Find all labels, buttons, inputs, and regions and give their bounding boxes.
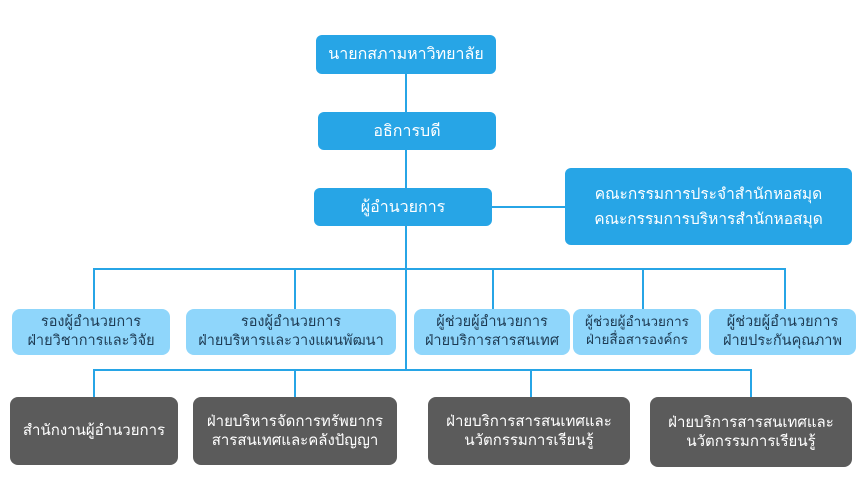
unit-name-line-2: สารสนเทศและคลังปัญญา [211, 431, 379, 449]
unit-name-line-2: นวัตกรรมการเรียนรู้ [686, 432, 816, 450]
assistant-division: ฝ่ายสื่อสารองค์กร [586, 332, 688, 348]
unit-box-resource-management: ฝ่ายบริหารจัดการทรัพยากร สารสนเทศและคลัง… [193, 397, 397, 465]
connector-deputy-drop-1 [93, 268, 95, 309]
unit-name-line-1: ฝ่ายบริการสารสนเทศและ [446, 411, 612, 430]
assistant-title: ผู้ช่วยผู้อำนวยการ [436, 314, 548, 331]
committee-line-1: คณะกรรมการประจำสำนักหอสมุด [594, 185, 823, 204]
unit-box-info-services-innovation-1: ฝ่ายบริการสารสนเทศและ นวัตกรรมการเรียนรู… [428, 397, 630, 465]
director-label: ผู้อำนวยการ [360, 196, 446, 216]
connector-president-to-director [405, 150, 407, 188]
president-box: อธิการบดี [318, 112, 496, 150]
assistant-box-quality-assurance: ผู้ช่วยผู้อำนวยการ ฝ่ายประกันคุณภาพ [709, 309, 856, 355]
connector-deputy-drop-2 [294, 268, 296, 309]
connector-unit-drop-2 [294, 369, 296, 397]
assistant-title: ผู้ช่วยผู้อำนวยการ [726, 314, 839, 331]
director-box: ผู้อำนวยการ [314, 188, 492, 226]
unit-name-line-1: ฝ่ายบริการสารสนเทศและ [668, 412, 834, 431]
deputy-box-admin-planning: รองผู้อำนวยการ ฝ่ายบริหารและวางแผนพัฒนา [186, 309, 396, 355]
connector-deputy-bus [93, 268, 786, 270]
unit-name-line-1: ฝ่ายบริหารจัดการทรัพยากร [206, 411, 384, 430]
council-chair-box: นายกสภามหาวิทยาลัย [316, 35, 496, 74]
connector-deputy-drop-5 [784, 268, 786, 309]
deputy-division: ฝ่ายวิชาการและวิจัย [27, 333, 155, 349]
council-chair-label: นายกสภามหาวิทยาลัย [328, 44, 484, 64]
unit-name-line-1: สำนักงานผู้อำนวยการ [22, 421, 166, 440]
connector-top-to-president [405, 74, 407, 112]
assistant-box-info-services: ผู้ช่วยผู้อำนวยการ ฝ่ายบริการสารสนเทศ [414, 309, 570, 355]
connector-director-trunk [405, 226, 407, 371]
assistant-division: ฝ่ายประกันคุณภาพ [722, 333, 843, 349]
deputy-box-academic-research: รองผู้อำนวยการ ฝ่ายวิชาการและวิจัย [12, 309, 170, 355]
unit-box-info-services-innovation-2: ฝ่ายบริการสารสนเทศและ นวัตกรรมการเรียนรู… [650, 397, 852, 467]
connector-unit-drop-4 [750, 369, 752, 397]
connector-director-to-committee [492, 206, 565, 208]
committee-box: คณะกรรมการประจำสำนักหอสมุด คณะกรรมการบริ… [565, 168, 852, 245]
connector-unit-drop-3 [530, 369, 532, 397]
connector-unit-bus [93, 369, 751, 371]
connector-deputy-drop-4 [642, 268, 644, 309]
unit-box-director-office: สำนักงานผู้อำนวยการ [10, 397, 178, 465]
assistant-box-corporate-communication: ผู้ช่วยผู้อำนวยการ ฝ่ายสื่อสารองค์กร [573, 309, 701, 355]
president-label: อธิการบดี [373, 120, 441, 140]
deputy-division: ฝ่ายบริหารและวางแผนพัฒนา [198, 333, 384, 349]
connector-deputy-drop-3 [492, 268, 494, 309]
committee-line-2: คณะกรรมการบริหารสำนักหอสมุด [594, 209, 823, 228]
assistant-title: ผู้ช่วยผู้อำนวยการ [585, 314, 689, 331]
deputy-title: รองผู้อำนวยการ [240, 314, 342, 331]
assistant-division: ฝ่ายบริการสารสนเทศ [424, 333, 560, 349]
connector-unit-drop-1 [93, 369, 95, 397]
deputy-title: รองผู้อำนวยการ [40, 314, 142, 331]
unit-name-line-2: นวัตกรรมการเรียนรู้ [464, 431, 594, 449]
